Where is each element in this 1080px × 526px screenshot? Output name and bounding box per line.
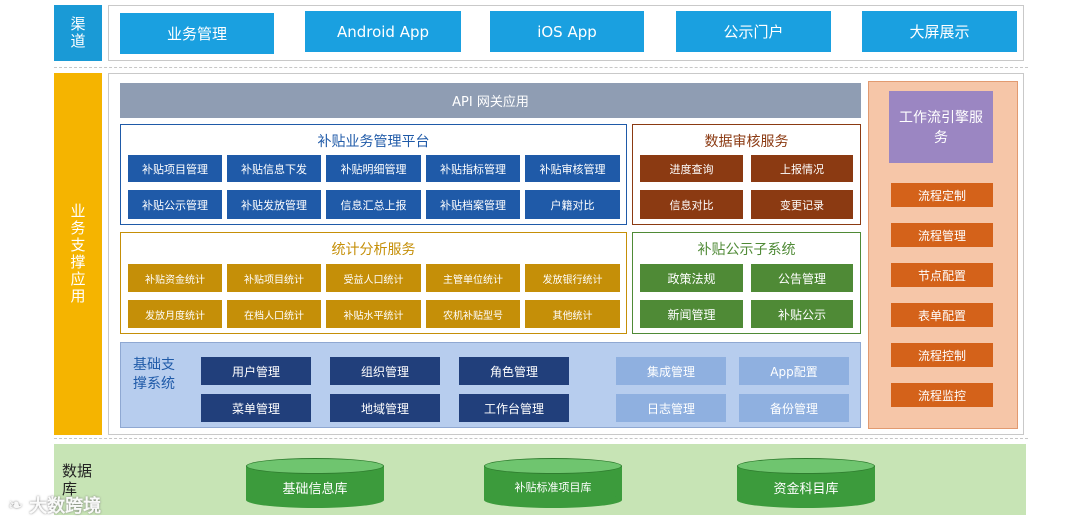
api-gateway-bar: API 网关应用 [120, 83, 861, 118]
publicity-panel: 补贴公示子系统 [632, 232, 861, 334]
stats-item[interactable]: 其他统计 [525, 300, 620, 328]
base-item-user[interactable]: 用户管理 [201, 357, 311, 385]
separator-bottom [54, 438, 1028, 439]
publicity-item[interactable]: 新闻管理 [640, 300, 743, 328]
data-audit-panel: 数据审核服务 [632, 124, 861, 225]
base-item-app-config[interactable]: App配置 [739, 357, 849, 385]
db-basic-info-label: 基础信息库 [282, 481, 348, 497]
base-item-org[interactable]: 组织管理 [330, 357, 440, 385]
business-side-label: 业务支撑应用 [68, 203, 87, 305]
subsidy-item[interactable]: 补贴审核管理 [525, 155, 620, 182]
subsidy-item[interactable]: 补贴发放管理 [227, 190, 321, 219]
stats-item[interactable]: 在档人口统计 [227, 300, 321, 328]
audit-item[interactable]: 进度查询 [640, 155, 743, 182]
business-area [108, 73, 1024, 435]
channel-button-android[interactable]: Android App [305, 11, 461, 52]
stats-item[interactable]: 发放银行统计 [525, 264, 620, 292]
base-support-title: 基础支撑系统 [133, 357, 175, 392]
publicity-title: 补贴公示子系统 [697, 242, 796, 258]
watermark: ❧ 大数跨境 [8, 492, 101, 518]
channel-button-portal[interactable]: 公示门户 [676, 11, 831, 52]
workflow-item[interactable]: 流程控制 [891, 343, 993, 367]
stats-item[interactable]: 农机补贴型号 [426, 300, 520, 328]
base-item-menu[interactable]: 菜单管理 [201, 394, 311, 422]
watermark-text: 大数跨境 [29, 496, 102, 517]
db-subsidy-standard: 补贴标准项目库 [484, 458, 622, 508]
publicity-item[interactable]: 补贴公示 [751, 300, 853, 328]
audit-item[interactable]: 信息对比 [640, 190, 743, 219]
base-item-role[interactable]: 角色管理 [459, 357, 569, 385]
stats-item[interactable]: 补贴项目统计 [227, 264, 321, 292]
stats-item[interactable]: 主管单位统计 [426, 264, 520, 292]
db-fund-subject: 资金科目库 [737, 458, 875, 508]
stats-item[interactable]: 受益人口统计 [326, 264, 421, 292]
db-fund-subject-label: 资金科目库 [773, 481, 839, 497]
watermark-logo-icon: ❧ [8, 494, 24, 516]
channel-side-label: 渠道 [68, 16, 87, 50]
publicity-item[interactable]: 政策法规 [640, 264, 743, 292]
stats-panel: 统计分析服务 [120, 232, 627, 334]
workflow-item[interactable]: 流程监控 [891, 383, 993, 407]
base-item-log[interactable]: 日志管理 [616, 394, 726, 422]
audit-item[interactable]: 上报情况 [751, 155, 853, 182]
subsidy-item[interactable]: 信息汇总上报 [326, 190, 421, 219]
stats-item[interactable]: 补贴资金统计 [128, 264, 222, 292]
workflow-item[interactable]: 表单配置 [891, 303, 993, 327]
db-basic-info: 基础信息库 [246, 458, 384, 508]
workflow-title: 工作流引擎服务 [889, 91, 993, 163]
base-item-workbench[interactable]: 工作台管理 [459, 394, 569, 422]
stats-title: 统计分析服务 [331, 242, 416, 258]
channel-button-bigscreen[interactable]: 大屏展示 [862, 11, 1017, 52]
channel-row [108, 5, 1024, 61]
database-side-label: 数据库 [62, 462, 93, 498]
stats-item[interactable]: 发放月度统计 [128, 300, 222, 328]
channel-button-ios[interactable]: iOS App [490, 11, 644, 52]
channel-side-label-box: 渠道 [54, 5, 102, 61]
subsidy-platform-panel: 补贴业务管理平台 [120, 124, 627, 225]
audit-item[interactable]: 变更记录 [751, 190, 853, 219]
publicity-item[interactable]: 公告管理 [751, 264, 853, 292]
db-subsidy-standard-label: 补贴标准项目库 [514, 481, 592, 494]
subsidy-item[interactable]: 补贴公示管理 [128, 190, 222, 219]
workflow-item[interactable]: 流程管理 [891, 223, 993, 247]
subsidy-item[interactable]: 补贴档案管理 [426, 190, 520, 219]
subsidy-platform-title: 补贴业务管理平台 [317, 134, 430, 150]
subsidy-item[interactable]: 补贴项目管理 [128, 155, 222, 182]
workflow-item[interactable]: 流程定制 [891, 183, 993, 207]
base-item-region[interactable]: 地域管理 [330, 394, 440, 422]
subsidy-item[interactable]: 户籍对比 [525, 190, 620, 219]
separator-top [54, 67, 1028, 68]
subsidy-item[interactable]: 补贴信息下发 [227, 155, 321, 182]
subsidy-item[interactable]: 补贴明细管理 [326, 155, 421, 182]
workflow-item[interactable]: 节点配置 [891, 263, 993, 287]
base-item-backup[interactable]: 备份管理 [739, 394, 849, 422]
channel-button-business-mgmt[interactable]: 业务管理 [120, 13, 274, 54]
base-item-integration[interactable]: 集成管理 [616, 357, 726, 385]
subsidy-item[interactable]: 补贴指标管理 [426, 155, 520, 182]
stats-item[interactable]: 补贴水平统计 [326, 300, 421, 328]
data-audit-title: 数据审核服务 [704, 134, 789, 150]
business-side-label-box: 业务支撑应用 [54, 73, 102, 435]
